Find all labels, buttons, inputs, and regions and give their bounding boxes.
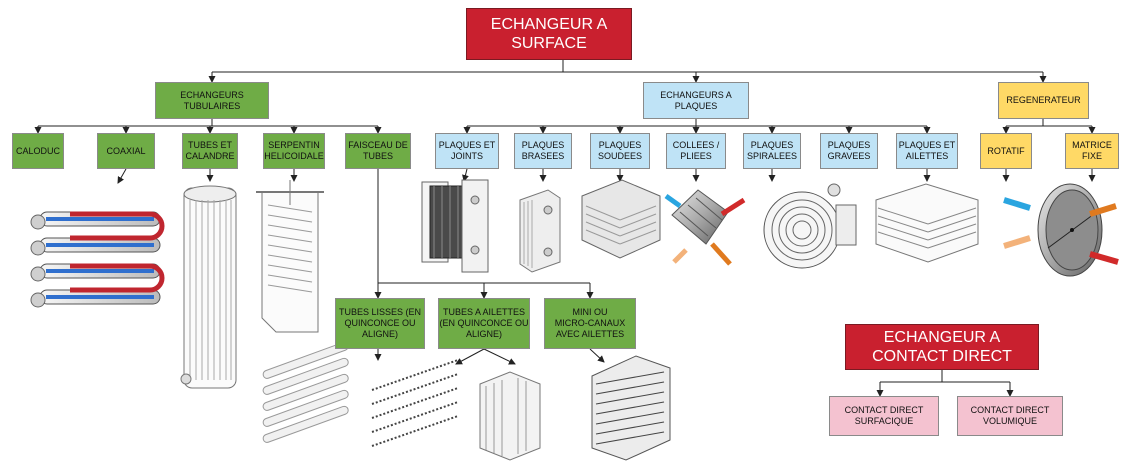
bonded-plate-illustration	[664, 189, 746, 266]
type-tubes-calandre: TUBES ET CALANDRE	[182, 133, 238, 169]
finned-tube-bank-illustration	[371, 359, 459, 447]
type-plaques-spiralees: PLAQUES SPIRALEES	[743, 133, 801, 169]
type-matrice-fixe: MATRICE FIXE	[1065, 133, 1119, 169]
type-plaques-gravees: PLAQUES GRAVEES	[820, 133, 878, 169]
direct-contact-node: ECHANGEUR A CONTACT DIRECT	[845, 324, 1039, 370]
type-coaxial: COAXIAL	[97, 133, 155, 169]
microchannel-illustration	[591, 355, 671, 461]
gasketed-plate-illustration	[421, 179, 489, 273]
connector-lines	[34, 60, 1096, 397]
type-plaques-joints: PLAQUES ET JOINTS	[435, 133, 499, 169]
type-rotatif: ROTATIF	[980, 133, 1032, 169]
type-plaques-soudees: PLAQUES SOUDEES	[590, 133, 650, 169]
coaxial-exchanger-illustration	[28, 205, 168, 315]
rotary-regenerator-illustration	[1003, 183, 1119, 277]
category-plaques: ECHANGEURS A PLAQUES	[643, 82, 749, 119]
category-tubulaires: ECHANGEURS TUBULAIRES	[155, 82, 269, 119]
type-contact-volumique: CONTACT DIRECT VOLUMIQUE	[957, 396, 1063, 436]
root-node: ECHANGEUR A SURFACE	[466, 8, 632, 60]
type-tubes-ailettes: TUBES A AILETTES (EN QUINCONCE OU ALIGNE…	[438, 298, 530, 349]
welded-plate-illustration	[581, 179, 661, 259]
type-serpentin: SERPENTIN HELICOIDALE	[263, 133, 325, 169]
type-contact-surfacique: CONTACT DIRECT SURFACIQUE	[829, 396, 939, 436]
plain-tube-bank-illustration	[262, 341, 349, 443]
type-collees-pliees: COLLEES / PLIEES	[666, 133, 726, 169]
type-plaques-ailettes: PLAQUES ET AILETTES	[896, 133, 958, 169]
type-tubes-lisses: TUBES LISSES (EN QUINCONCE OU ALIGNE)	[335, 298, 425, 349]
type-faisceau: FAISCEAU DE TUBES	[345, 133, 411, 169]
type-plaques-brasees: PLAQUES BRASEES	[514, 133, 572, 169]
shell-and-tube-illustration	[180, 185, 237, 389]
category-regenerateur: REGENERATEUR	[998, 82, 1089, 119]
finned-tube-block-illustration	[479, 371, 541, 461]
plate-fin-illustration	[875, 183, 979, 263]
type-micro-canaux: MINI OU MICRO-CANAUX AVEC AILETTES	[544, 298, 636, 349]
type-caloduc: CALODUC	[12, 133, 64, 169]
helical-coil-illustration	[256, 180, 324, 333]
brazed-plate-illustration	[519, 189, 561, 273]
spiral-plate-illustration	[763, 183, 857, 269]
